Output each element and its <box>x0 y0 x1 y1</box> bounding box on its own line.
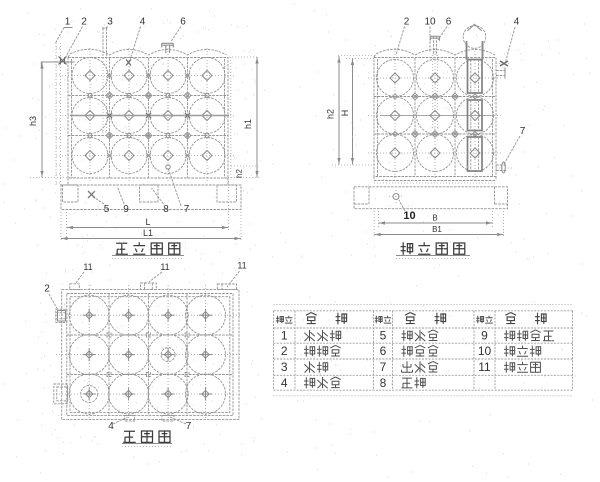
svg-text:B1: B1 <box>432 225 442 234</box>
svg-text:4: 4 <box>140 17 146 28</box>
svg-text:11: 11 <box>160 262 169 272</box>
svg-text:7: 7 <box>520 126 526 137</box>
svg-text:7: 7 <box>184 204 190 215</box>
svg-text:9: 9 <box>481 329 488 343</box>
svg-text:7: 7 <box>380 360 387 374</box>
svg-text:9: 9 <box>123 204 129 215</box>
svg-text:h2: h2 <box>326 109 336 119</box>
svg-text:L1: L1 <box>143 228 153 238</box>
svg-text:10: 10 <box>403 210 415 222</box>
svg-text:10: 10 <box>424 17 436 28</box>
svg-text:4: 4 <box>108 421 114 432</box>
svg-text:L: L <box>145 217 150 227</box>
svg-text:5: 5 <box>104 204 110 215</box>
svg-text:11: 11 <box>237 261 246 271</box>
svg-text:B: B <box>432 214 437 223</box>
svg-text:4: 4 <box>514 17 520 28</box>
svg-text:h2: h2 <box>235 169 244 178</box>
svg-text:2: 2 <box>281 344 288 358</box>
svg-text:4: 4 <box>281 376 288 390</box>
svg-text:11: 11 <box>83 262 92 272</box>
svg-text:h3: h3 <box>28 116 38 126</box>
svg-text:3: 3 <box>107 17 113 28</box>
svg-text:2: 2 <box>44 284 50 295</box>
svg-text:6: 6 <box>446 17 452 28</box>
svg-text:2: 2 <box>404 17 410 28</box>
svg-text:3: 3 <box>281 360 288 374</box>
svg-text:2: 2 <box>81 17 87 28</box>
svg-text:8: 8 <box>163 204 169 215</box>
svg-text:5: 5 <box>380 329 387 343</box>
svg-text:11: 11 <box>478 360 491 374</box>
svg-text:h1: h1 <box>243 119 253 129</box>
svg-text:7: 7 <box>186 421 192 432</box>
svg-text:1: 1 <box>65 17 71 28</box>
svg-text:8: 8 <box>380 376 387 390</box>
svg-text:6: 6 <box>380 344 387 358</box>
svg-text:1: 1 <box>281 329 288 343</box>
svg-text:10: 10 <box>478 344 492 358</box>
svg-text:6: 6 <box>180 17 186 28</box>
svg-text:H: H <box>340 110 350 117</box>
